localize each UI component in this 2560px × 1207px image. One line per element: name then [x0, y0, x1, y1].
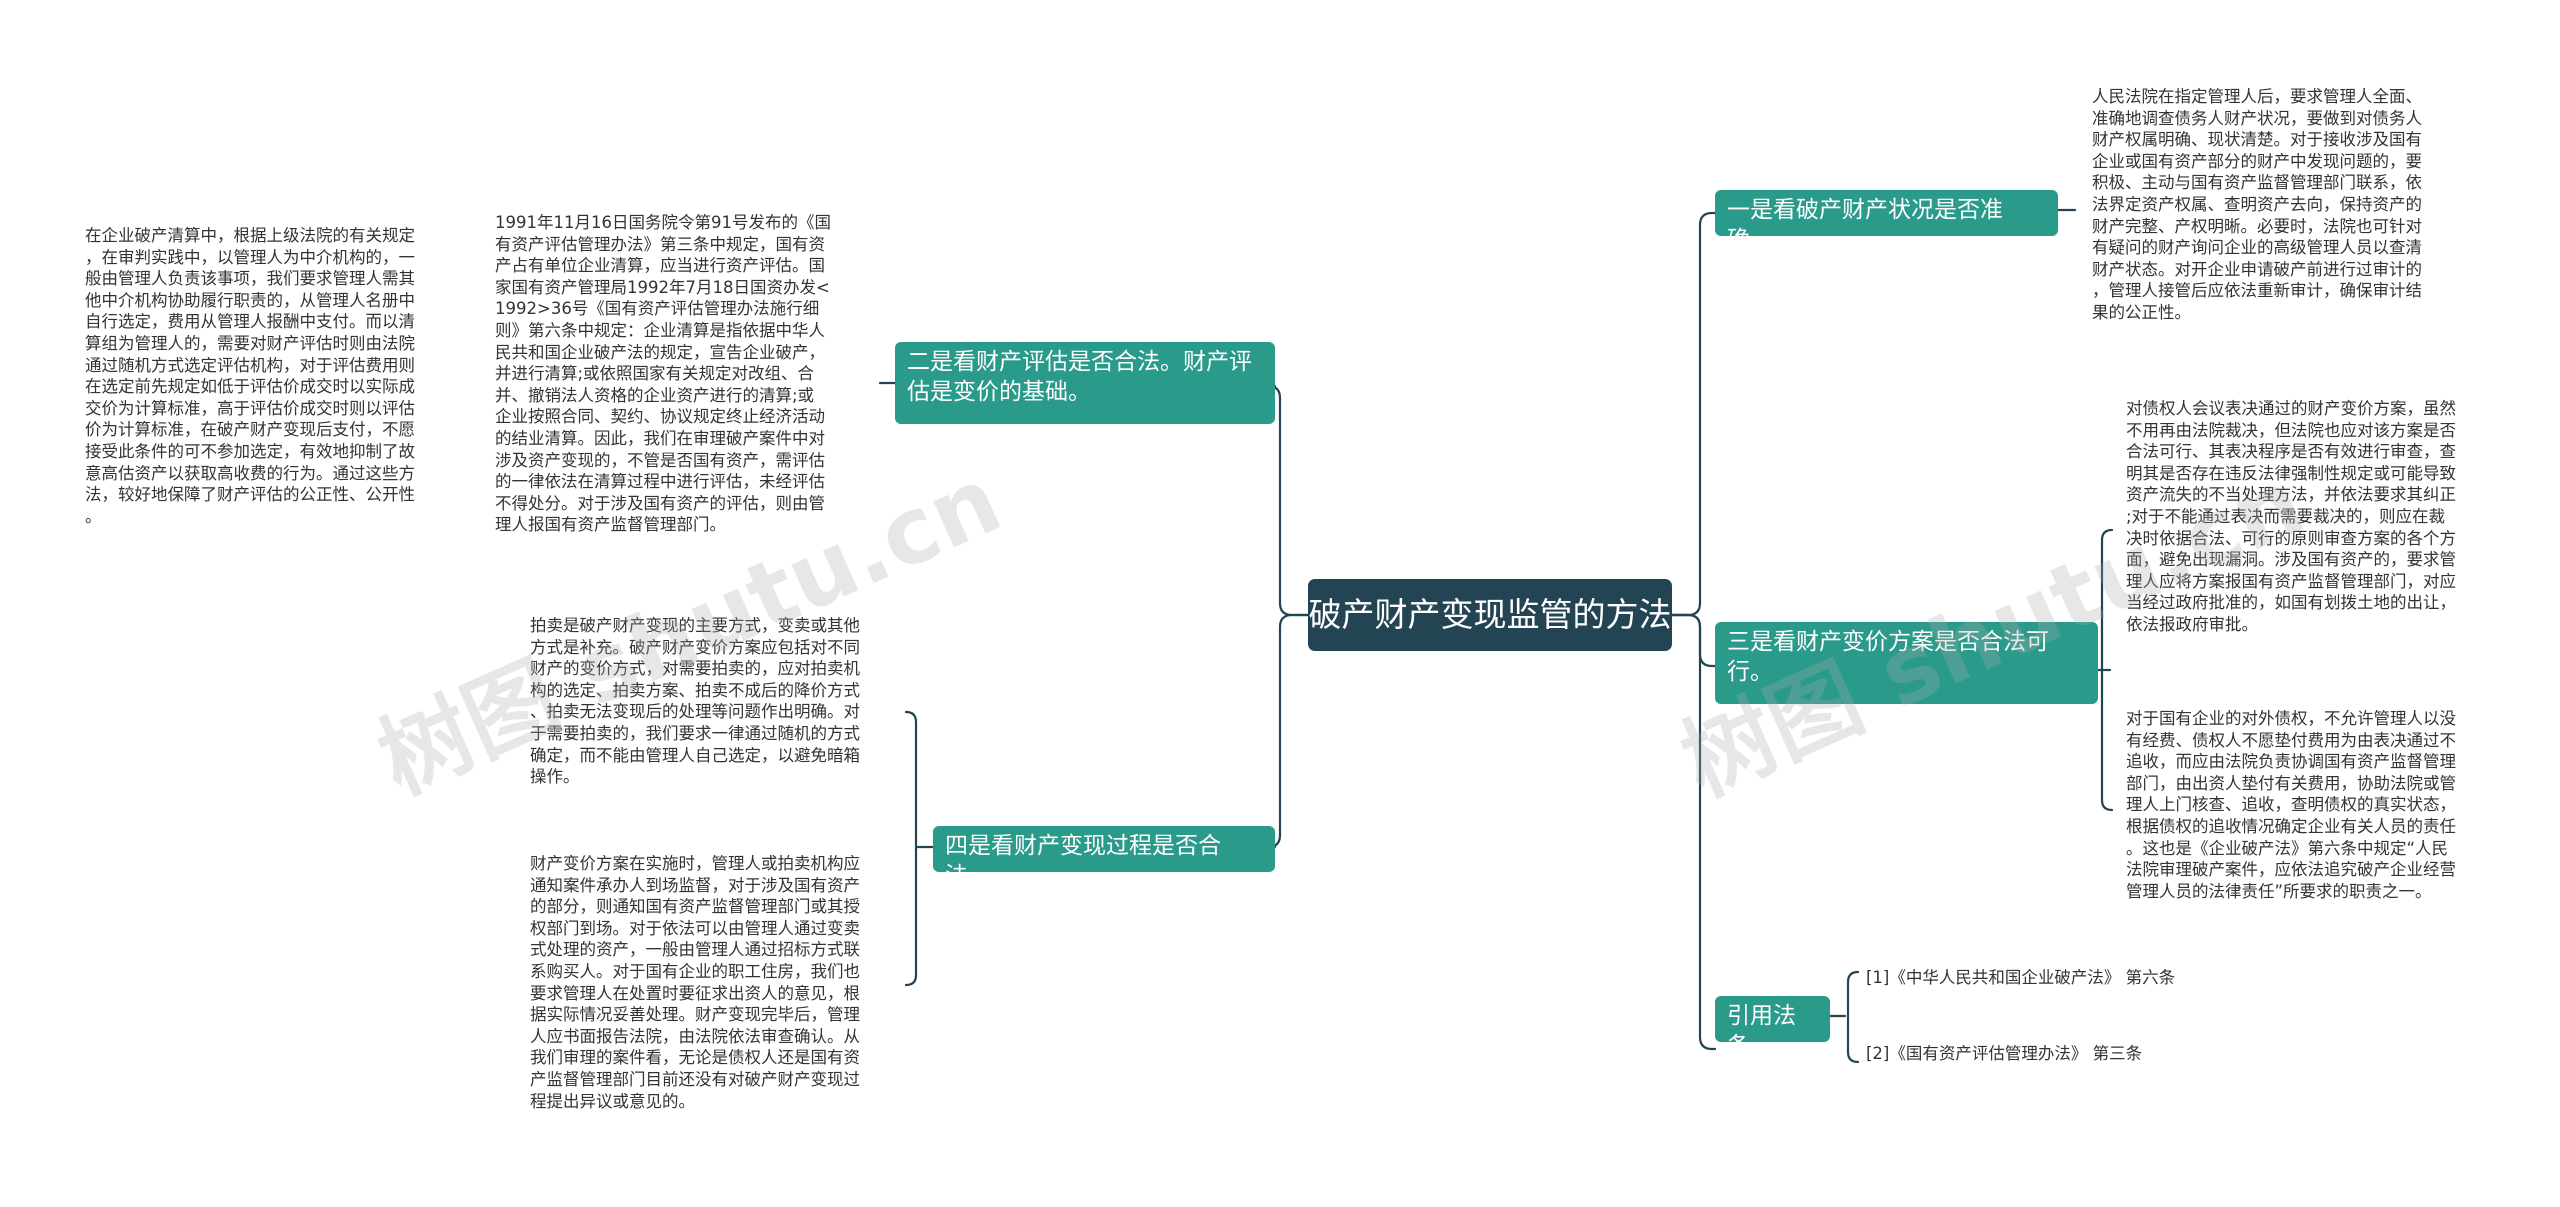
link-root-b1 — [1670, 211, 1717, 617]
branch-financial-status[interactable]: 一是看破产财产状况是否准确。 — [1715, 190, 2058, 253]
note-asset-appraisal-practice: 在企业破产清算中，根据上级法院的有关规定 ，在审判实践中，以管理人为中介机构的，… — [85, 226, 415, 526]
ref-asset-appraisal-measures[interactable]: [2]《国有资产评估管理办法》 第三条 — [1866, 1044, 2143, 1063]
note-liquidation-plan-claims: 对于国有企业的对外债权，不允许管理人以没 有经费、债权人不愿垫付费用为由表决通过… — [2126, 709, 2456, 901]
link-b3-bracket — [2096, 528, 2114, 812]
link-root-b5 — [1670, 613, 1717, 1051]
note-liquidation-plan-review: 对债权人会议表决通过的财产变价方案，虽然 不用再由法院裁决，但法院也应对该方案是… — [2126, 399, 2456, 634]
link-b5-bracket — [1828, 970, 1860, 1064]
branch-asset-appraisal[interactable]: 二是看财产评估是否合法。财产评估是变价的基础。 — [895, 342, 1275, 424]
link-b4-bracket — [904, 710, 935, 987]
branch-liquidation-plan[interactable]: 三是看财产变价方案是否合法可行。 — [1715, 622, 2098, 704]
branch-cited-laws[interactable]: 引用法条 — [1715, 996, 1830, 1059]
branch-liquidation-process[interactable]: 四是看财产变现过程是否合法。 — [933, 826, 1275, 889]
note-liquidation-auction: 拍卖是破产财产变现的主要方式，变卖或其他 方式是补充。破产财产变价方案应包括对不… — [530, 616, 860, 787]
link-root-b4 — [1267, 613, 1310, 849]
note-asset-appraisal-regulation: 1991年11月16日国务院令第91号发布的《国 有资产评估管理办法》第三条中规… — [495, 213, 831, 535]
ref-bankruptcy-law[interactable]: [1]《中华人民共和国企业破产法》 第六条 — [1866, 968, 2176, 987]
link-root-b3 — [1670, 613, 1717, 668]
root-node[interactable]: 破产财产变现监管的方法 — [1308, 579, 1672, 651]
note-financial-status: 人民法院在指定管理人后，要求管理人全面、 准确地调查债务人财产状况，要做到对债务… — [2092, 87, 2422, 322]
note-liquidation-supervision: 财产变价方案在实施时，管理人或拍卖机构应 通知案件承办人到场监督，对于涉及国有资… — [530, 854, 860, 1111]
